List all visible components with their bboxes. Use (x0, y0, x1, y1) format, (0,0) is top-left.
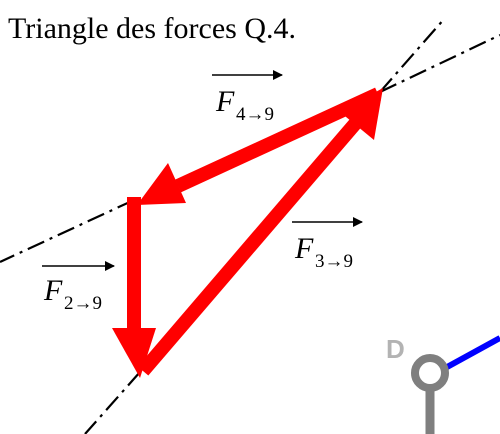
blue-member (436, 335, 500, 375)
mechanism-fragment: D (386, 334, 500, 434)
force-label-f3-base: F (294, 232, 314, 265)
joint-d-icon (411, 354, 449, 392)
force-label-f4-base: F (215, 85, 235, 118)
action-lines (0, 17, 500, 434)
force-arrow-f4-shaft (175, 87, 381, 193)
point-label-d: D (386, 334, 405, 364)
action-line-left (0, 199, 135, 263)
action-line-bottom (84, 371, 141, 434)
force-label-f3-sub: 3→9 (315, 251, 353, 272)
force-arrow-f3-shaft (137, 113, 366, 376)
force-label-f2-sub: 2→9 (64, 293, 102, 314)
force-arrows (112, 87, 383, 378)
force-arrow-f3-head (340, 88, 383, 140)
force-label-f2-base: F (43, 274, 63, 307)
force-label-f4: F 4→9 (212, 70, 283, 125)
force-label-f4-sub: 4→9 (236, 104, 274, 125)
force-label-f3: F 3→9 (292, 217, 363, 272)
force-label-f2: F 2→9 (42, 261, 115, 314)
diagram-title: Triangle des forces Q.4. (8, 12, 296, 45)
action-line-upper-right (379, 34, 500, 93)
force-arrow-f2-head (112, 328, 156, 378)
force-arrow-f4-head (137, 163, 186, 205)
action-line-steep-right (379, 17, 446, 93)
